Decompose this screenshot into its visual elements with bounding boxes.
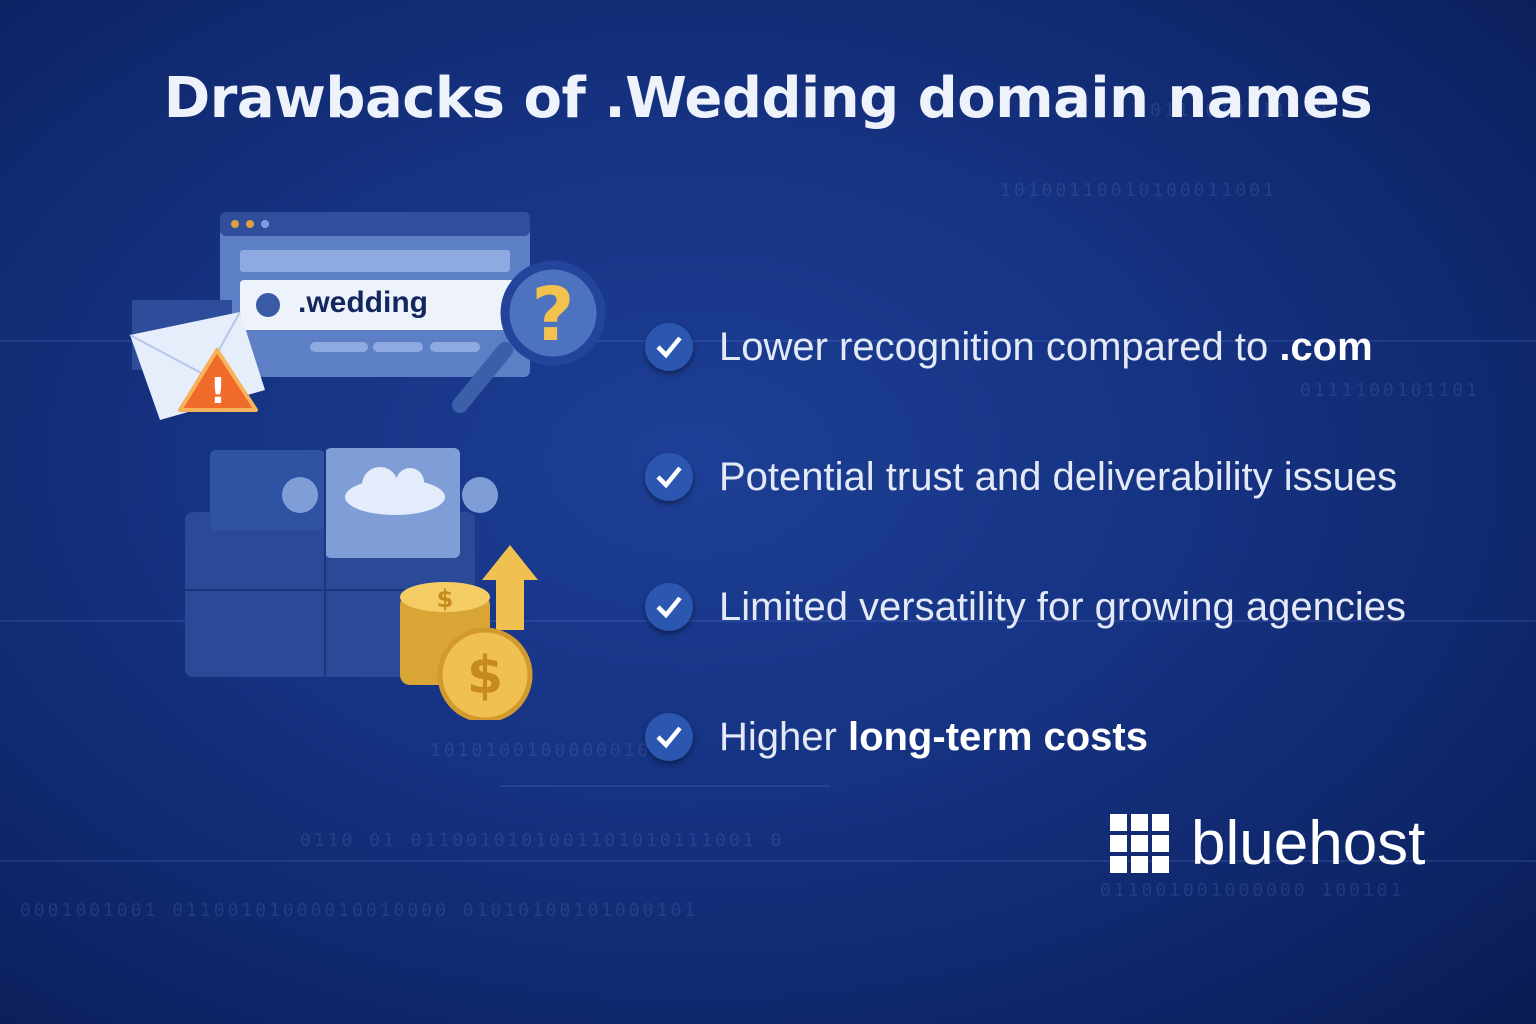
check-icon: [645, 583, 693, 631]
domain-label: .wedding: [298, 286, 428, 319]
coins-up-arrow-icon: $ $: [400, 545, 538, 723]
item-text: Higher: [719, 714, 848, 759]
list-item: Potential trust and deliverability issue…: [645, 412, 1406, 542]
item-text: Potential trust and deliverability issue…: [719, 454, 1398, 499]
check-icon: [645, 713, 693, 761]
svg-text:?: ?: [532, 272, 575, 358]
list-item: Higher long-term costs: [645, 672, 1406, 802]
page-title: Drawbacks of .Wedding domain names: [163, 66, 1373, 131]
svg-text:$: $: [467, 646, 503, 706]
logo-grid-icon: [1110, 814, 1169, 873]
item-bold: long-term costs: [847, 714, 1148, 759]
svg-text:$: $: [437, 585, 454, 613]
svg-text:!: !: [210, 371, 226, 412]
item-text: Limited versatility for growing agencies: [719, 584, 1406, 629]
browser-window-icon: [220, 212, 530, 377]
list-item: Limited versatility for growing agencies: [645, 542, 1406, 672]
list-item: Lower recognition compared to .com: [645, 282, 1406, 412]
check-icon: [645, 323, 693, 371]
brand-name: bluehost: [1191, 809, 1426, 878]
item-text: Lower recognition compared to: [719, 324, 1280, 369]
drawbacks-list: Lower recognition compared to .com Poten…: [645, 282, 1406, 802]
bluehost-logo: bluehost: [1110, 808, 1425, 879]
illustration: ? ! $ $ .wedding: [120, 200, 620, 724]
check-icon: [645, 453, 693, 501]
item-bold: .com: [1279, 324, 1373, 369]
envelope-warning-icon: !: [129, 300, 265, 420]
magnifier-question-icon: ?: [452, 260, 606, 413]
